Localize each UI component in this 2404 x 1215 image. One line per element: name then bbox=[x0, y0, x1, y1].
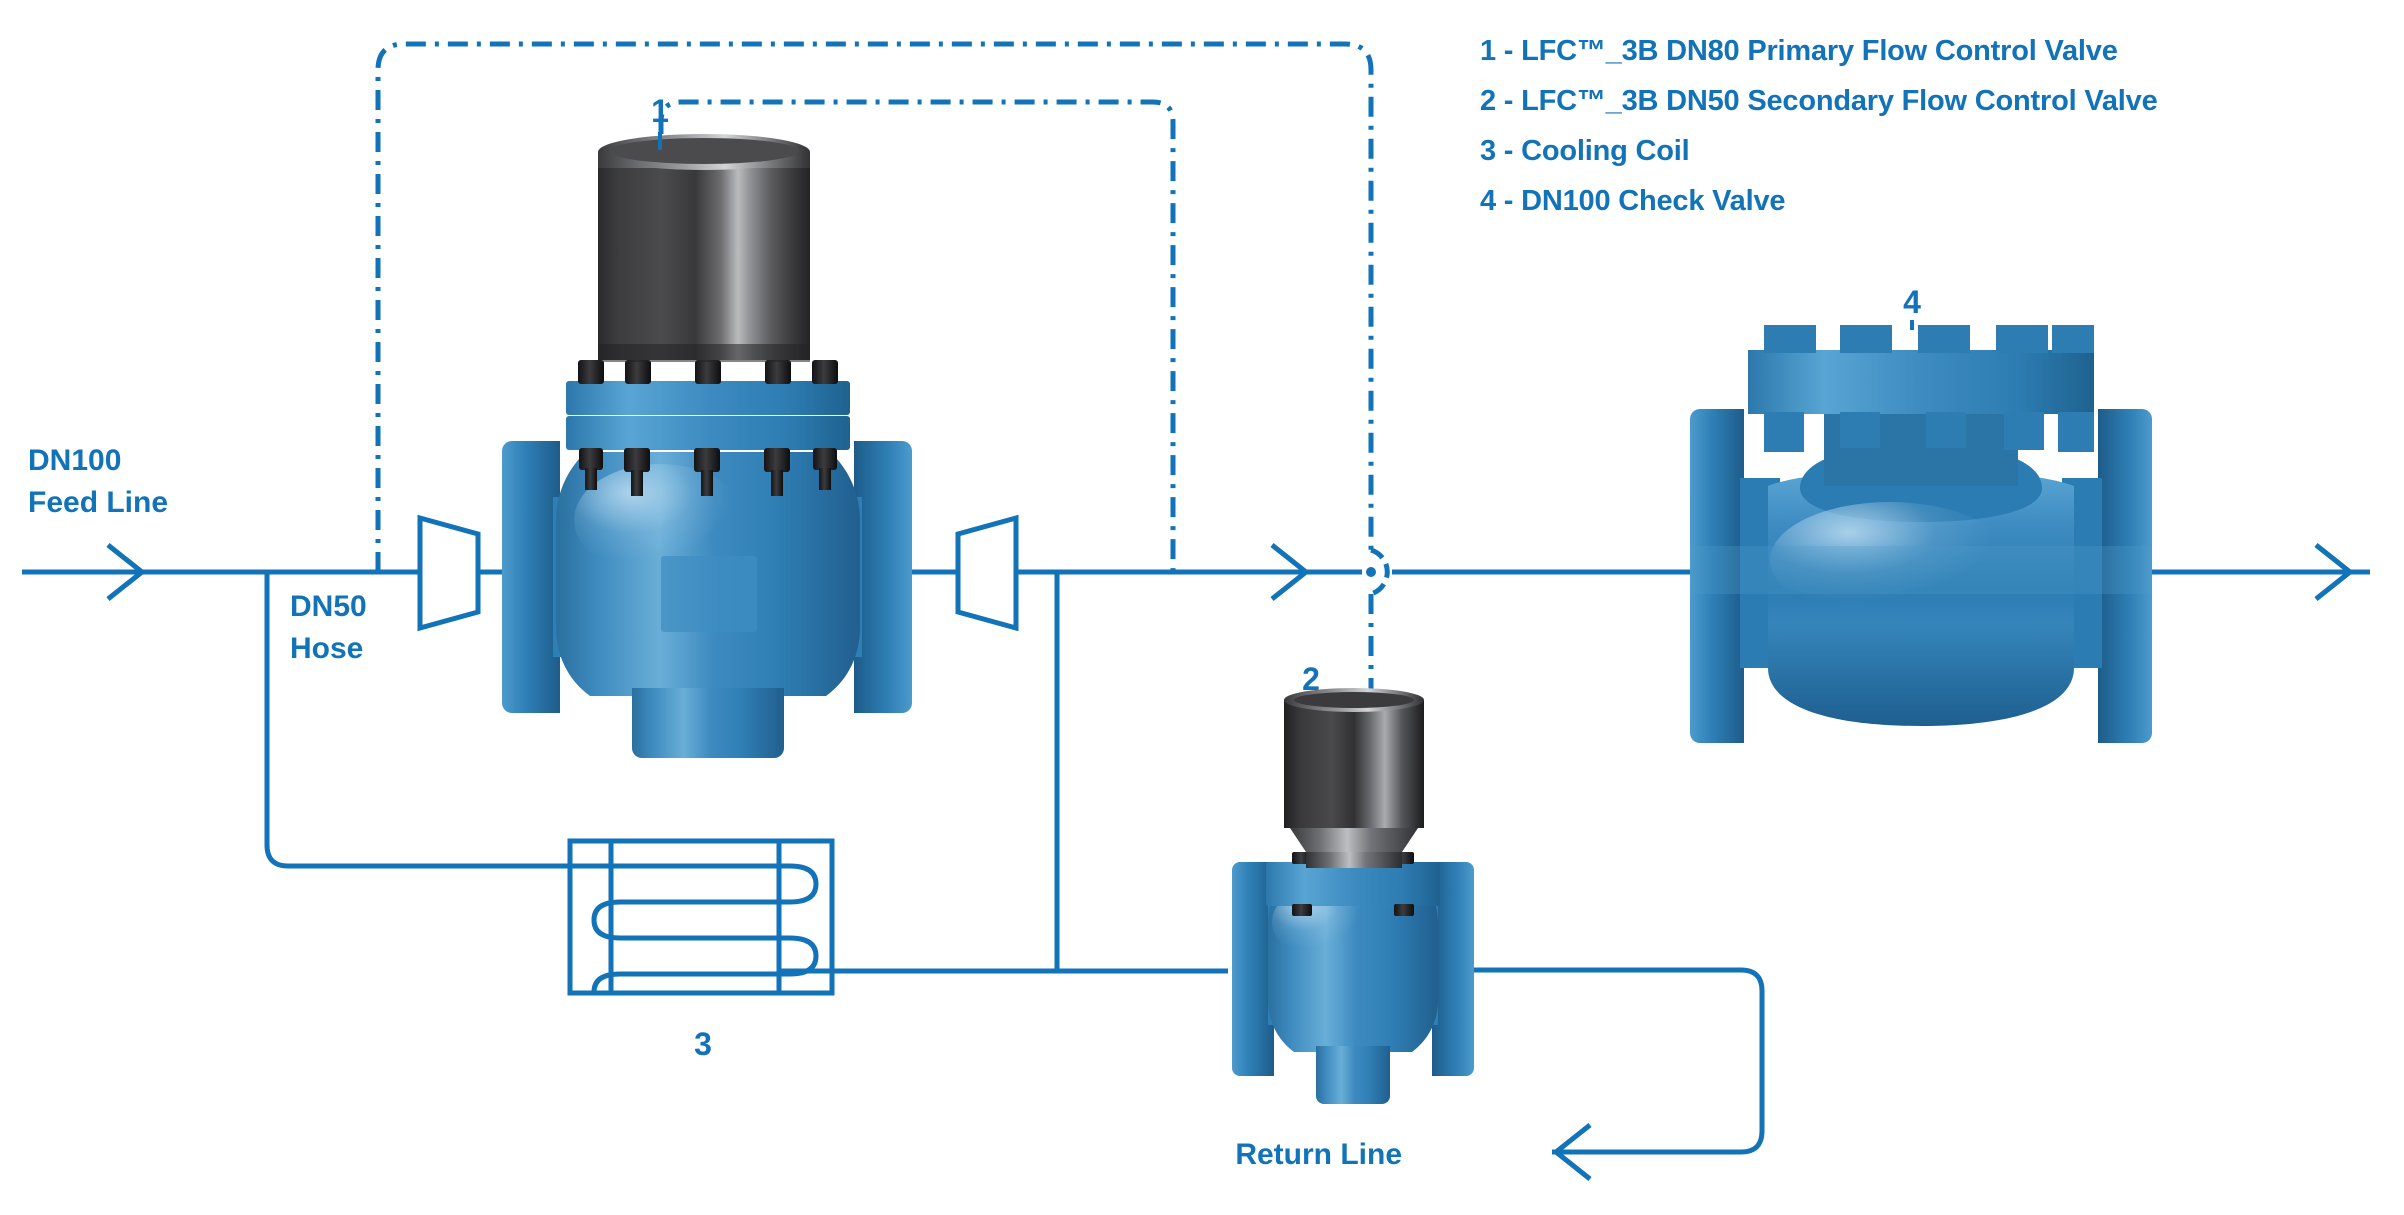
coil-casing bbox=[567, 838, 835, 996]
reducer-symbol-outlet bbox=[955, 514, 1019, 632]
valve4-body-band bbox=[1690, 546, 2152, 594]
flow-arrow-outlet bbox=[2314, 543, 2355, 601]
valve1-actuator-top-inner bbox=[609, 138, 799, 164]
legend: 1 - LFC™_3B DN80 Primary Flow Control Va… bbox=[1480, 35, 2158, 217]
pipe-dn50-hose bbox=[264, 572, 570, 869]
reducer-symbols bbox=[417, 514, 1019, 632]
callout-3: 3 bbox=[694, 1026, 712, 1062]
valve2-actuator-cylinder bbox=[1284, 700, 1424, 828]
legend-item-4: 4 - DN100 Check Valve bbox=[1480, 185, 1785, 217]
valve1-actuator-base-band bbox=[598, 344, 810, 362]
control-line-crossing-jump bbox=[1370, 547, 1390, 597]
callout-2: 2 bbox=[1302, 661, 1320, 697]
valve2-bottom-boss bbox=[1316, 1046, 1390, 1104]
valve4-flange-left bbox=[1690, 409, 1744, 743]
piping-network bbox=[22, 569, 2370, 1155]
valve1-bottom-boss bbox=[632, 688, 784, 758]
valve2-flange-left bbox=[1232, 862, 1274, 1076]
valve1-actuator-cylinder bbox=[598, 164, 810, 360]
valve1-nameplate bbox=[661, 556, 757, 632]
legend-item-1: 1 - LFC™_3B DN80 Primary Flow Control Va… bbox=[1480, 35, 2118, 67]
valve1-flange-left bbox=[502, 441, 560, 713]
valve2-bonnet-flange bbox=[1266, 862, 1440, 906]
feed-line-label-size: DN100 bbox=[28, 444, 121, 477]
valve2-actuator-cone bbox=[1286, 822, 1422, 852]
return-line-label: Return Line bbox=[1235, 1138, 1402, 1171]
check-valve[interactable] bbox=[1690, 325, 2152, 743]
flow-arrows bbox=[106, 543, 2355, 1181]
control-line-primary-outer bbox=[375, 41, 1374, 572]
expander-symbol-inlet bbox=[417, 514, 481, 632]
hose-label-size: DN50 bbox=[290, 590, 367, 623]
valve1-bonnet-lower-flange bbox=[566, 416, 850, 450]
coil-serpentine-tube bbox=[570, 863, 819, 993]
control-signal-lines bbox=[375, 41, 1374, 690]
legend-item-3: 3 - Cooling Coil bbox=[1480, 135, 1689, 167]
primary-flow-control-valve[interactable] bbox=[502, 134, 912, 758]
valve4-body-highlight bbox=[1770, 502, 2010, 618]
valve4-cover-bolts-bottom bbox=[1764, 412, 2094, 452]
valve1-bonnet-bolts-upper bbox=[578, 360, 838, 384]
pipe-return-line bbox=[1468, 967, 1765, 1155]
flow-arrow-return bbox=[1551, 1123, 1592, 1181]
hose-label-name: Hose bbox=[290, 632, 363, 665]
callout-numbers: 1 2 3 4 bbox=[651, 93, 1921, 1062]
valve2-actuator-top-inner bbox=[1294, 692, 1414, 708]
feed-line-label-name: Feed Line bbox=[28, 486, 168, 519]
valve1-flange-right bbox=[854, 441, 912, 713]
flow-arrow-mid bbox=[1270, 543, 1311, 601]
crossing-node bbox=[1366, 567, 1376, 577]
valve4-flange-right bbox=[2098, 409, 2152, 743]
pipe-labels: DN100 Feed Line DN50 Hose Return Line bbox=[28, 444, 1402, 1171]
callout-1: 1 bbox=[651, 93, 669, 129]
callout-4: 4 bbox=[1903, 284, 1921, 320]
secondary-flow-control-valve[interactable] bbox=[1232, 688, 1474, 1104]
legend-item-2: 2 - LFC™_3B DN50 Secondary Flow Control … bbox=[1480, 85, 2158, 117]
valve4-cover-bolts-top bbox=[1764, 325, 2094, 353]
flow-arrow-inlet bbox=[106, 543, 147, 601]
valve4-bonnet-cover bbox=[1748, 350, 2094, 414]
valve1-bonnet-upper-flange bbox=[566, 381, 850, 415]
cooling-coil bbox=[567, 838, 838, 996]
valve1-bonnet-bolts-lower bbox=[579, 448, 837, 496]
valve2-flange-right bbox=[1432, 862, 1474, 1076]
